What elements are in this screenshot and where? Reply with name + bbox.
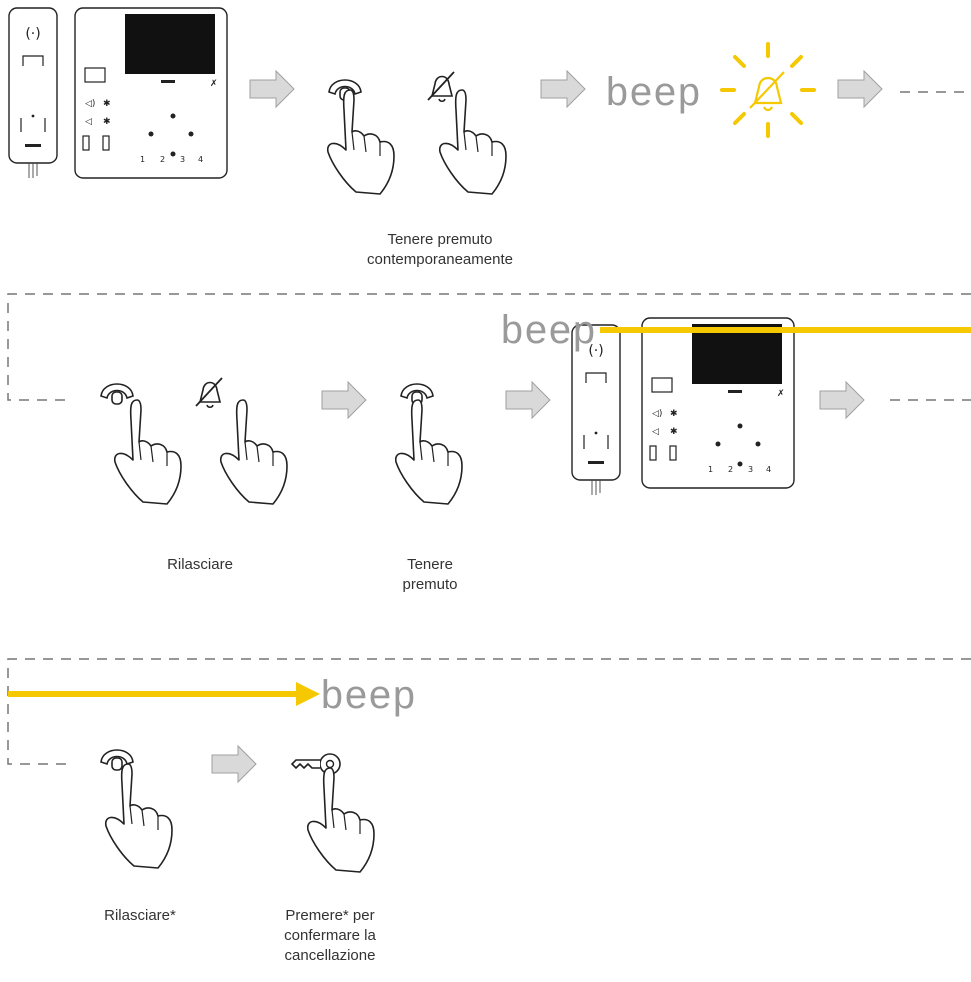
intercom-monitor-device-icon [641,317,795,489]
intercom-monitor-device-icon [74,7,228,179]
keypad-digit-1: 1 [708,465,713,474]
intercom-handset-device-icon [8,7,58,179]
row-1: 1 2 3 4 beep [8,7,971,195]
beep-arrowhead [296,682,320,706]
keypad-digit-4: 4 [766,465,771,474]
handset-icon [100,383,134,405]
caption-press-confirm: Premere* per confermare la cancellazione [270,906,390,966]
next-step-arrow-icon [505,381,551,419]
pointing-hand-icon [326,89,395,195]
keypad-digit-4: 4 [198,155,203,164]
next-step-arrow-icon [540,70,586,108]
caption-line: confermare la [284,927,376,944]
flow-connector-dash [7,293,971,401]
caption-line: Rilasciare [167,556,233,573]
keypad-digit-3: 3 [748,465,753,474]
next-step-arrow-icon [211,745,257,783]
caption-line: Rilasciare* [104,907,176,924]
next-step-arrow-icon [249,70,295,108]
caption-line: Tenere [407,556,453,573]
pointing-hand-icon [438,89,507,195]
beep-flashing-bell-icon [720,42,816,138]
caption-line: Tenere premuto [387,231,493,248]
caption-line: contemporaneamente [367,251,513,268]
keypad-digits-row2: 1 2 3 4 [708,465,771,474]
caption-press-together: Tenere premuto contemporaneamente [345,230,535,270]
keypad-digit-2: 2 [728,465,733,474]
keypad-digit-1: 1 [140,155,145,164]
bell-mute-icon [195,377,223,409]
beep-label: beep [605,73,701,118]
next-step-arrow-icon [837,70,883,108]
caption-line: cancellazione [284,947,376,964]
keypad-digits-row1: 1 2 3 4 [140,155,203,164]
caption-release-star: Rilasciare* [80,906,200,926]
pointing-hand-icon [113,399,182,505]
keypad-digit-2: 2 [160,155,165,164]
next-step-arrow-icon [321,381,367,419]
row-2: 1 2 3 4 beep [7,293,971,505]
beep-label: beep [320,676,416,721]
flow-connector-dash [7,658,971,765]
pointing-hand-icon [219,399,288,505]
row-3: beep [7,658,971,873]
next-step-arrow-icon [819,381,865,419]
caption-release: Rilasciare [140,555,260,575]
bell-mute-icon [427,71,455,103]
pointing-hand-icon [394,399,463,505]
caption-hold: Tenere premuto [380,555,480,595]
pointing-hand-icon [306,767,375,873]
pointing-hand-icon [104,763,173,869]
beep-label: beep [500,311,596,356]
keypad-digit-3: 3 [180,155,185,164]
caption-line: premuto [402,576,458,593]
caption-line: Premere* per [285,907,375,924]
